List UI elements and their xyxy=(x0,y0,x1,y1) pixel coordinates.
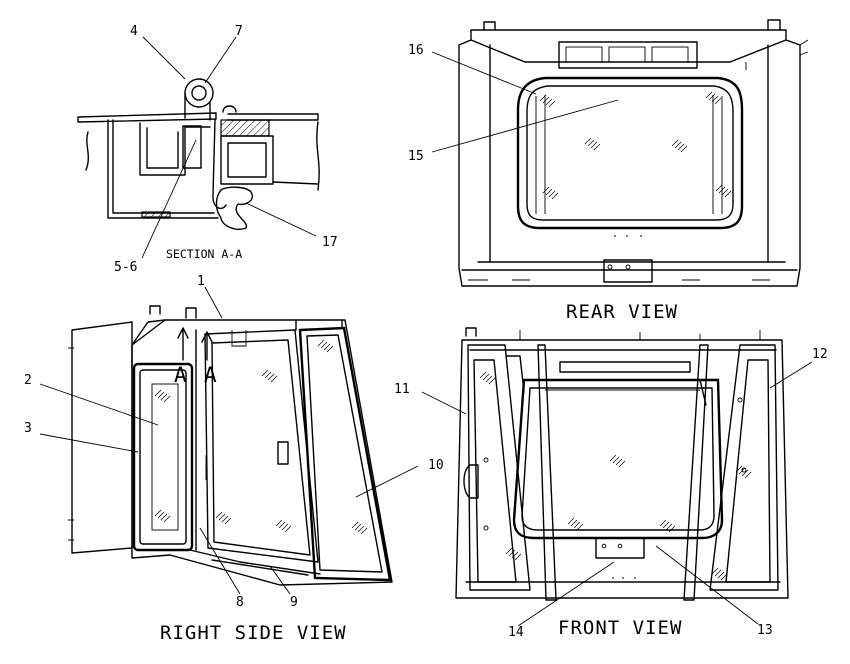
callout-1: 1 xyxy=(197,274,205,289)
callout-10: 10 xyxy=(428,458,444,473)
callout-15: 15 xyxy=(408,149,424,164)
callout-11: 11 xyxy=(394,382,410,397)
callout-2: 2 xyxy=(24,373,32,388)
rear-view-drawing xyxy=(458,19,809,287)
callout-16: 16 xyxy=(408,43,424,58)
front-view-drawing xyxy=(455,327,789,601)
callout-4: 4 xyxy=(130,24,138,39)
callout-7: 7 xyxy=(235,24,243,39)
callout-9: 9 xyxy=(290,595,298,610)
callout-12: 12 xyxy=(812,347,828,362)
front-view-title: FRONT VIEW xyxy=(558,617,682,639)
rear-view-title: REAR VIEW xyxy=(566,301,678,323)
right-side-view-title: RIGHT SIDE VIEW xyxy=(160,622,347,644)
callout-labels: 1 2 3 4 5-6 7 8 9 10 11 12 13 14 15 16 1… xyxy=(24,24,828,640)
side-leaders xyxy=(39,286,419,595)
callout-3: 3 xyxy=(24,421,32,436)
section-marker-right: A xyxy=(204,363,217,387)
section-leaders xyxy=(141,36,317,259)
section-title: SECTION A-A xyxy=(166,247,242,261)
section-marker-left: A xyxy=(174,363,187,387)
front-leaders xyxy=(421,361,813,627)
callout-8: 8 xyxy=(236,595,244,610)
callout-13: 13 xyxy=(757,623,773,638)
rear-leaders xyxy=(431,51,619,153)
callout-5-6: 5-6 xyxy=(114,260,137,275)
section-a-a-drawing xyxy=(77,78,320,230)
callout-14: 14 xyxy=(508,625,524,640)
callout-17: 17 xyxy=(322,235,338,250)
right-side-view-drawing xyxy=(68,305,393,586)
